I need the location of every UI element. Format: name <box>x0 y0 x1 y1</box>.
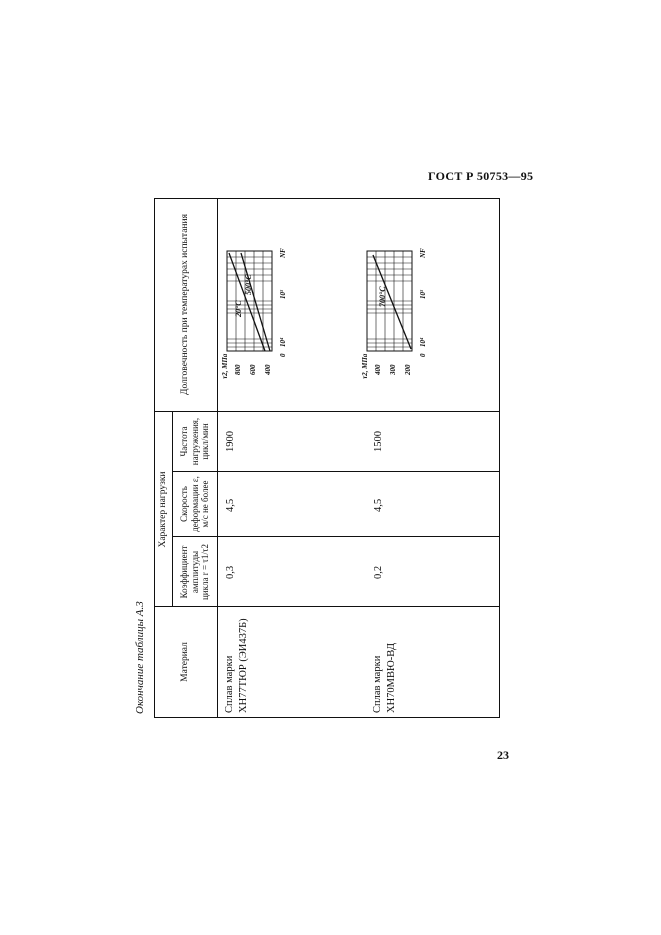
header-speed: Скорость деформации ε, м/с не более <box>178 476 211 532</box>
chart-2-y-label: τ2, МПа <box>361 353 369 379</box>
table-row-2-speed: 4,5 <box>373 498 384 512</box>
chart-1-y-label: τ2, МПа <box>221 353 229 379</box>
chart-1-curve-label-2: 500°C <box>244 274 253 295</box>
table-row-2-material: Сплав марки ХН70МВЮ-ВД <box>372 642 397 713</box>
table-row-1-coef: 0,3 <box>225 565 236 579</box>
chart-2-x-tick: 10⁵ <box>419 289 427 299</box>
chart-1-y-tick: 400 <box>264 364 272 376</box>
durability-chart-1: 20°C 500°C τ2, МПа 800 600 400 0 10⁴ 10⁵… <box>221 248 287 379</box>
chart-1-x-tick: 0 <box>279 353 287 357</box>
chart-1-y-tick: 800 <box>234 364 242 375</box>
header-durability: Долговечность при температурах испытания <box>180 214 191 395</box>
col-divider <box>155 411 499 412</box>
table-caption: Окончание таблицы А.3 <box>134 601 146 714</box>
table-row-2-coef: 0,2 <box>373 565 384 579</box>
header-frequency: Частота нагружения, цикл/мин <box>178 417 211 466</box>
chart-1-x-label: NF <box>279 248 287 259</box>
chart-2-curve-label-1: 700°C <box>378 286 387 307</box>
chart-1-x-tick: 10⁵ <box>279 289 287 299</box>
table-row-1-material: Сплав марки ХН77ТЮР (ЭИ437Б) <box>224 618 249 713</box>
durability-chart-2: 700°C τ2, МПа 400 300 200 0 10⁴ 10⁵ NF <box>361 248 427 379</box>
header-coefficient: Коэффициент амплитуды цикла r = τ1/τ2 <box>178 543 211 601</box>
chart-2-y-tick: 200 <box>404 364 412 376</box>
chart-2-y-tick: 400 <box>374 364 382 376</box>
table-row-2-freq: 1500 <box>373 431 384 452</box>
chart-1-curve-500c <box>240 252 271 352</box>
page-number: 23 <box>497 748 509 762</box>
chart-1-curve-20c <box>228 252 266 352</box>
table-row-1-freq: 1900 <box>225 431 236 452</box>
data-table: Материал Характер нагрузки Коэффициент а… <box>154 198 500 718</box>
chart-2-grid <box>366 250 413 352</box>
chart-2-x-tick: 10⁴ <box>419 337 427 347</box>
document-code: ГОСТ Р 50753—95 <box>428 169 534 183</box>
chart-2-y-tick: 300 <box>389 364 397 376</box>
chart-2-x-label: NF <box>419 248 427 259</box>
chart-1-x-tick: 10⁴ <box>279 337 287 347</box>
chart-2-curve-700c <box>372 254 412 350</box>
header-divider <box>217 199 218 717</box>
col-divider <box>173 536 499 537</box>
header-load-group: Характер нагрузки <box>157 471 168 548</box>
chart-1-grid <box>226 250 273 352</box>
chart-1-curve-label-1: 20°C <box>234 300 243 318</box>
rotated-table-block: Окончание таблицы А.3 Материал Характер … <box>130 198 500 718</box>
chart-2-x-tick: 0 <box>419 353 427 357</box>
chart-1-y-tick: 600 <box>249 364 257 375</box>
table-row-1-speed: 4,5 <box>225 498 236 512</box>
col-divider <box>173 471 499 472</box>
header-material: Материал <box>180 642 191 682</box>
